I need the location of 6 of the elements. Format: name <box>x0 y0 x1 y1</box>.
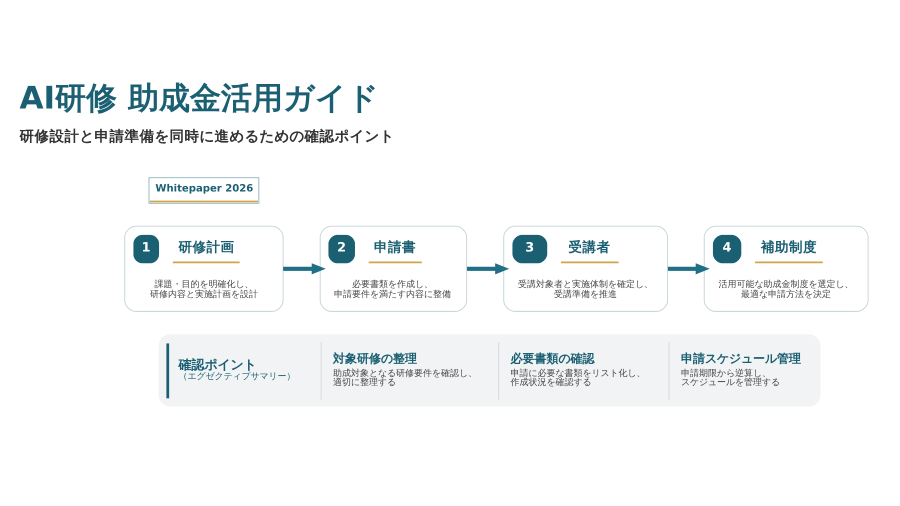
arrow <box>467 262 510 274</box>
node-box: 確認ポイント （エグゼクティブサマリー） 対象研修の整理 助成対象となる研修要件を確認し、適切に整理する 必要書類の確認 申請に必要な書類をリスト化し、作成状況を確認する 申請スケジュール管理 申請期限から逆算し、スケジュールを管理する <box>158 334 820 406</box>
arrow <box>668 262 710 274</box>
diagram-title: AI研修 助成金活用ガイド <box>19 80 379 116</box>
label: 研修設計と申請準備を同時に進めるための確認ポイント <box>19 127 394 144</box>
arrow <box>283 262 326 274</box>
